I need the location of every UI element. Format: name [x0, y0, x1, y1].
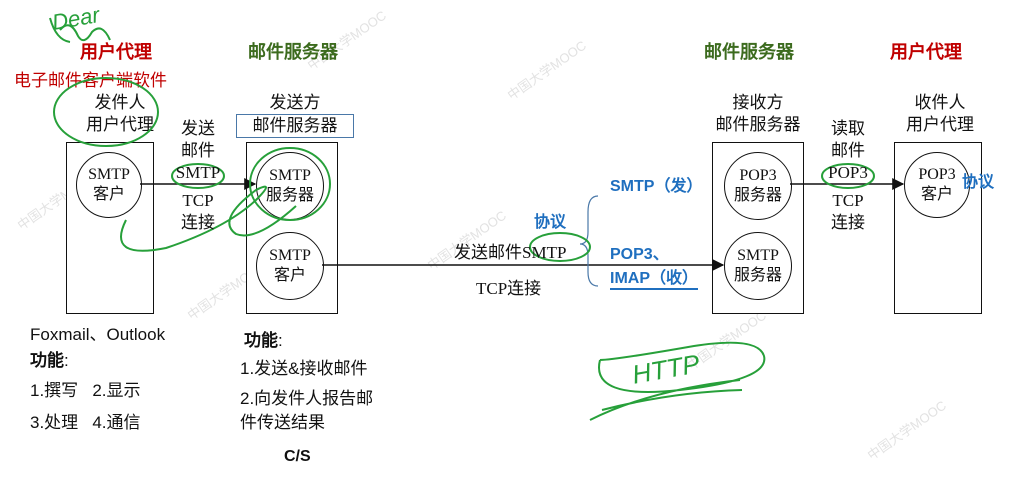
header-right-user-agent: 用户代理 [890, 42, 962, 62]
imap-label: IMAP（收） [610, 264, 699, 290]
cs-label: C/S [284, 448, 311, 465]
link-left-tcp: TCP 连接 [181, 191, 215, 232]
protocol-left-label: 协议 [534, 214, 567, 231]
client-examples: Foxmail、Outlook [30, 325, 166, 344]
link-middle-tcp: TCP连接 [476, 279, 542, 298]
smtp-protocol-label: SMTP [522, 243, 567, 262]
protocol-brace [579, 195, 599, 287]
sender-server-title-line2: 邮件服务器 [236, 114, 354, 138]
pop3-label: POP3、 [610, 246, 669, 263]
receiver-server-title-line1: 接收方 [732, 93, 784, 112]
receiver-server-title-line2: 邮件服务器 [715, 115, 801, 134]
link-right-labels: 读取 邮件 POP3 [828, 119, 868, 182]
sender-server-title-line1: 发送方 [269, 93, 321, 112]
client-function-title: 功能: [30, 351, 69, 370]
server-function-title: 功能: [244, 331, 283, 350]
receiver-ua-title-line1: 收件人 [914, 93, 966, 112]
smtp-protocol-highlight [529, 232, 591, 262]
server-function-item2a: 2.向发件人报告邮 [240, 389, 374, 408]
loop-scribble [120, 185, 297, 252]
receiver-ua-title: 收件人 用户代理 [890, 92, 990, 136]
link-middle-send-mail: 发送邮件SMTP [454, 243, 567, 262]
smtp-server-highlight [249, 147, 331, 221]
link-left-labels: 发送 邮件 SMTP [175, 119, 221, 182]
smtp-label-highlight [171, 163, 225, 189]
pop3-label-highlight [821, 163, 875, 189]
client-function-row2: 3.处理 4.通信 [30, 413, 141, 432]
sender-ua-title-line2: 用户代理 [86, 115, 154, 134]
sender-ua-highlight [53, 77, 159, 147]
header-receiver-mail-server: 邮件服务器 [704, 42, 794, 62]
server-function-item1: 1.发送&接收邮件 [240, 359, 368, 378]
sender-server-title: 发送方 邮件服务器 [236, 92, 354, 138]
smtp-send-label: SMTP（发） [610, 178, 703, 195]
dear-scribble [49, 17, 111, 43]
receiver-ua-title-line2: 用户代理 [906, 115, 974, 134]
receiver-server-title: 接收方 邮件服务器 [700, 92, 816, 136]
http-scribble-outline [589, 341, 766, 421]
header-left-user-agent: 用户代理 [80, 42, 152, 62]
link-right-tcp: TCP 连接 [831, 191, 865, 232]
client-function-row1: 1.撰写 2.显示 [30, 381, 141, 400]
server-function-item2b: 件传送结果 [240, 413, 325, 432]
client-software-note: 电子邮件客户端软件 [14, 71, 167, 90]
header-sender-mail-server: 邮件服务器 [248, 42, 338, 62]
sender-ua-title: 发件人 用户代理 [70, 92, 170, 136]
protocol-right-label: 协议 [962, 174, 995, 191]
sender-ua-title-line1: 发件人 [94, 93, 146, 112]
